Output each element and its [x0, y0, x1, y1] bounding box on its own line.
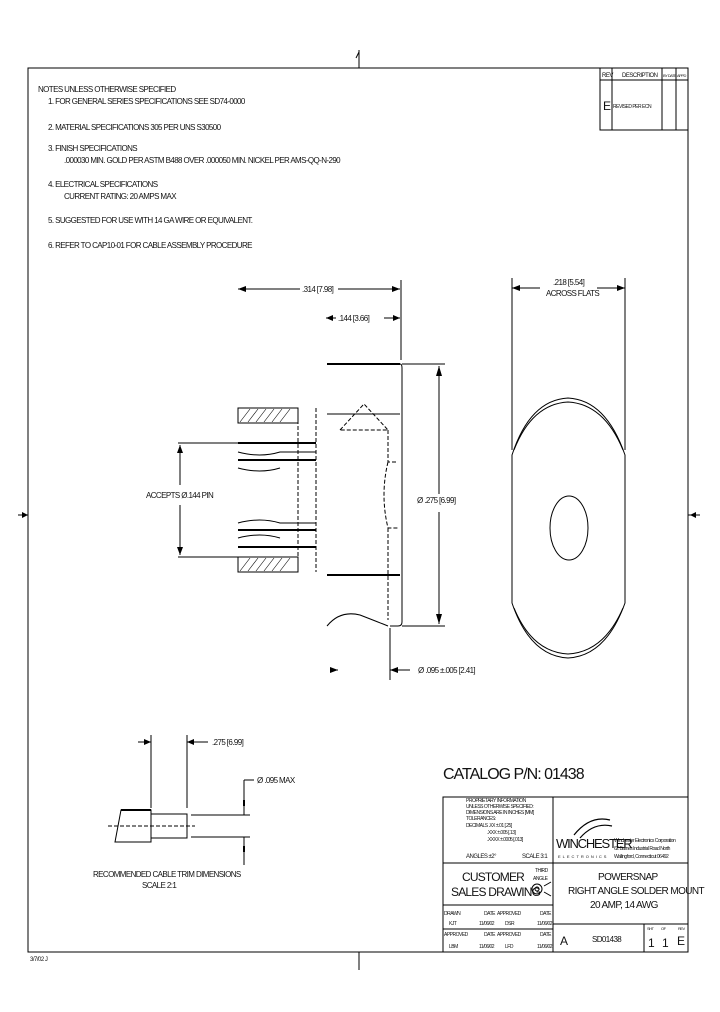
note-6: 6. REFER TO CAP10-01 FOR CABLE ASSEMBLY …: [48, 241, 252, 250]
dim-strip-length: .275 [6.99]: [212, 738, 244, 747]
title-block-approved-by: DSR: [505, 921, 515, 927]
title-block-company-address1: 62 Barnes Industrial Road North: [614, 846, 671, 852]
note-2: 2. MATERIAL SPECIFICATIONS 305 PER UNS S…: [48, 123, 222, 132]
footer-code: 3/7/02 J: [30, 957, 48, 963]
drawing-type-2: SALES DRAWING: [451, 885, 541, 899]
title-block-tolerances-6: .XXXX ±.0005 [.013]: [487, 837, 524, 843]
title-block-company-address2: Wallingford, Connecticut 06492: [614, 854, 669, 860]
dim-wire-diameter: Ø .095 ±.005 [2.41]: [418, 666, 475, 675]
cable-trim-title: RECOMMENDED CABLE TRIM DIMENSIONS: [93, 870, 241, 879]
dim-flange-length: .144 [3.66]: [338, 314, 370, 323]
third-angle-projection-icon: [531, 881, 552, 897]
title-block-approved-date: 11/06/02: [537, 921, 553, 927]
by-date-header: BY DATE: [663, 73, 677, 78]
dim-across-flats-value: .218 [5.54]: [553, 278, 585, 287]
title-line-2: RIGHT ANGLE SOLDER MOUNT: [568, 886, 704, 897]
note-4: 4. ELECTRICAL SPECIFICATIONS: [48, 180, 158, 189]
notes-heading: NOTES UNLESS OTHERWISE SPECIFIED: [38, 85, 176, 94]
title-block-date-label: DATE: [484, 911, 496, 917]
sheet-number: 1: [648, 936, 655, 950]
title-block-approved2-label: APPROVED: [444, 932, 469, 938]
notes: NOTES UNLESS OTHERWISE SPECIFIED 1. FOR …: [38, 85, 342, 250]
title-block-sheet-label: SHT: [647, 926, 655, 931]
rev-letter: E: [603, 99, 611, 113]
title-block: PROPRIETARY INFORMATION UNLESS OTHERWISE…: [442, 796, 705, 953]
title-block-company-logo-sub: ELECTRONICS: [558, 854, 608, 859]
title-block-approved-label: APPROVED: [497, 911, 522, 917]
dim-cable-max-diameter: Ø .095 MAX: [257, 776, 296, 785]
dim-overall-length: .314 [7.98]: [302, 285, 334, 294]
scale: SCALE 3:1: [522, 854, 548, 860]
angles-tolerance: ANGLES ±2°: [466, 854, 497, 860]
title-line-1: POWERSNAP: [598, 872, 659, 883]
title-block-drawn-label: DRAWN: [444, 911, 461, 917]
winchester-logo-swoosh: [573, 818, 613, 839]
dim-accepts-pin: ACCEPTS Ø.144 PIN: [146, 491, 214, 500]
rev-header: REV: [602, 73, 613, 79]
appd-header: APPD: [677, 73, 687, 78]
title-block-tolerances-1: UNLESS OTHERWISE SPECIFIED:: [466, 804, 533, 810]
title-block-date-label: DATE: [540, 911, 552, 917]
title-block-tolerances-2: DIMENSIONS ARE IN INCHES [MM]: [466, 810, 535, 816]
note-4-detail: CURRENT RATING: 20 AMPS MAX: [64, 192, 177, 201]
title-block-approved2-by: LBM: [449, 944, 458, 950]
title-block-tolerances-0: PROPRIETARY INFORMATION: [466, 798, 527, 804]
title-block-tolerances-4: DECIMALS .XX ±.01 [.25]: [466, 823, 513, 829]
note-5: 5. SUGGESTED FOR USE WITH 14 GA WIRE OR …: [48, 216, 253, 225]
title-block-of-label: OF: [661, 926, 667, 931]
drawing-border: [27, 67, 689, 953]
dim-outer-diameter: Ø .275 [6.99]: [417, 496, 456, 505]
title-block-tolerances-3: TOLERANCES:: [466, 816, 496, 822]
title-block-date-label: DATE: [540, 932, 552, 938]
description-header: DESCRIPTION: [622, 73, 658, 79]
title-block-projection1: THIRD: [535, 868, 549, 874]
note-3-detail: .000030 MIN. GOLD PER ASTM B488 OVER .00…: [64, 156, 341, 165]
dim-across-flats-label: ACROSS FLATS: [546, 289, 599, 298]
part-number: SD01438: [592, 935, 622, 944]
drawing-size: A: [560, 934, 568, 948]
revision-block: REV DESCRIPTION BY DATE APPD E REVISED P…: [599, 67, 689, 131]
title-block-date-label: DATE: [484, 932, 496, 938]
catalog-part-number: CATALOG P/N: 01438: [443, 766, 585, 783]
title-block-approved-label: APPROVED: [497, 932, 522, 938]
title-block-approved2-date: 11/06/02: [479, 944, 495, 950]
title-block-rev-label: REV: [678, 926, 686, 931]
title-block-tolerances-5: .XXX ±.005 [.13]: [487, 830, 516, 836]
title-block-approved3-date: 11/06/02: [537, 944, 553, 950]
hatching: [239, 408, 291, 572]
cable-trim-scale: SCALE 2:1: [142, 881, 177, 890]
end-view: .218 [5.54] ACROSS FLATS: [511, 278, 626, 659]
note-3: 3. FINISH SPECIFICATIONS: [48, 144, 137, 153]
title-block-drawn-by: KJT: [449, 921, 457, 927]
cable-trim-view: .275 [6.99] Ø .095 MAX RECOMMENDED CABLE…: [93, 735, 296, 890]
note-1: 1. FOR GENERAL SERIES SPECIFICATIONS SEE…: [48, 97, 246, 106]
title-block-projection2: ANGLE: [533, 876, 549, 882]
drawing-type-1: CUSTOMER: [462, 870, 525, 884]
title-block-approved3-by: LFD: [505, 944, 514, 950]
title-block-drawn-date: 11/06/02: [479, 921, 495, 927]
company-name: Winchester Electronics Corporation: [614, 838, 676, 844]
revision: E: [677, 934, 685, 948]
title-line-3: 20 AMP, 14 AWG: [590, 900, 659, 911]
sheet-total: 1: [662, 936, 669, 950]
company-logo: WINCHESTER: [556, 836, 632, 851]
side-view: .314 [7.98] .144 [3.66] Ø .275 [6.99]: [146, 280, 476, 680]
center-marks: [18, 50, 700, 970]
rev-description: REVISED PER ECN: [613, 104, 652, 110]
